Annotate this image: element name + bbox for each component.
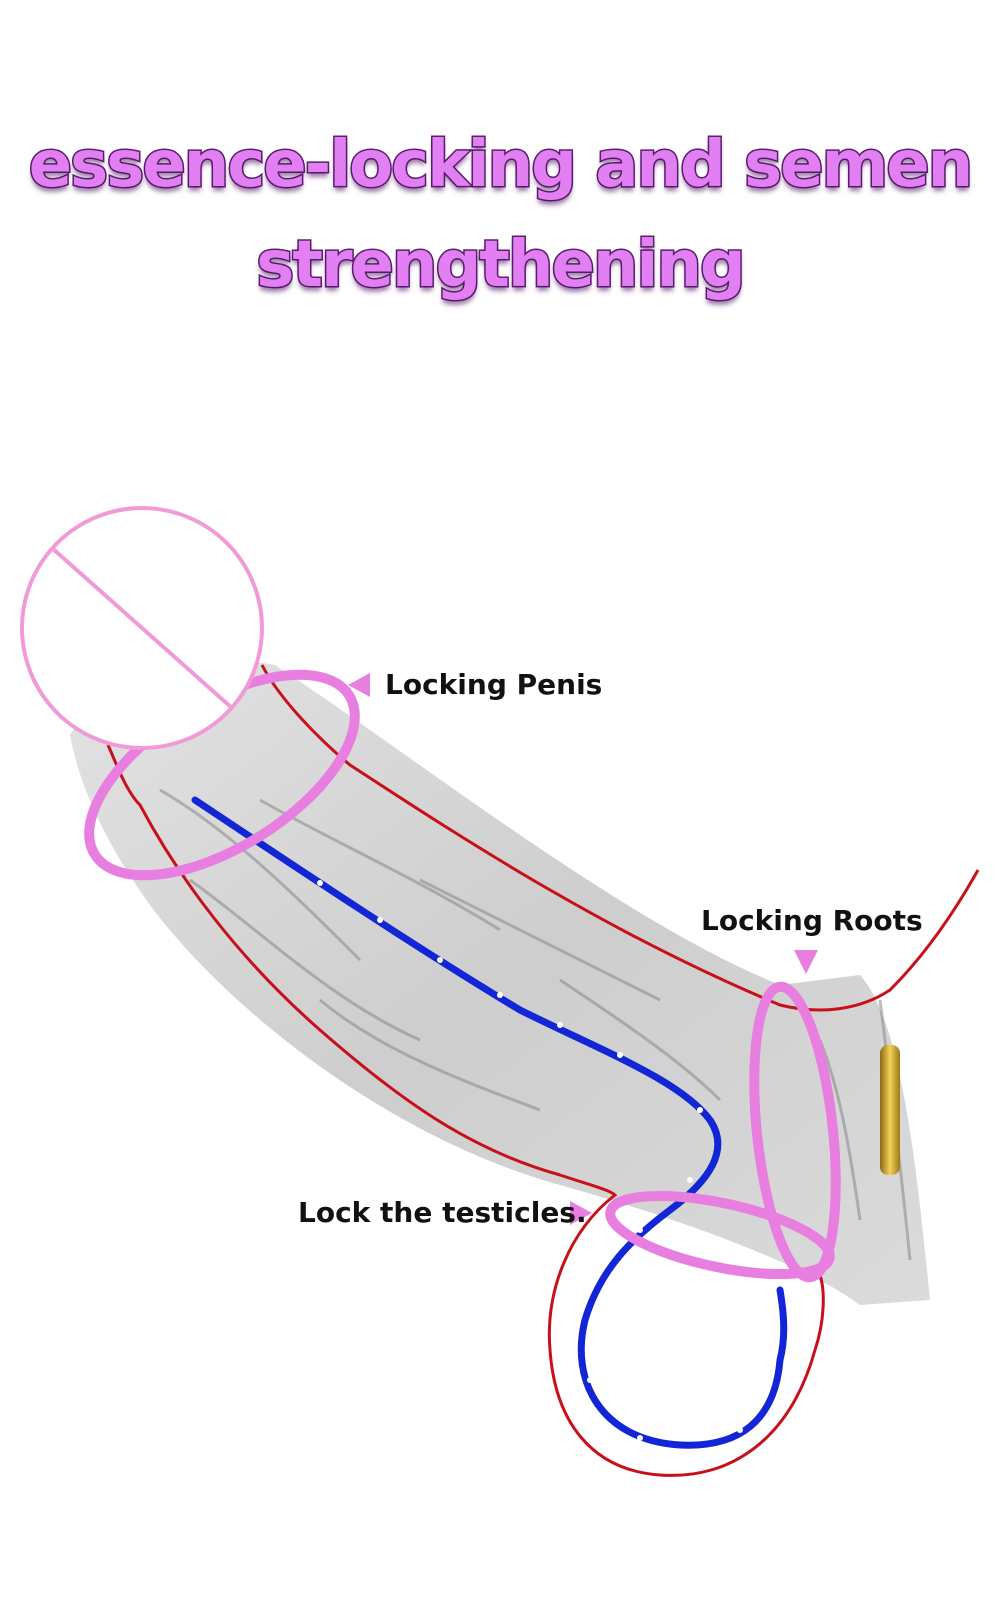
anatomy-outline-top bbox=[260, 664, 980, 1012]
prohibited-circle-icon bbox=[20, 506, 264, 750]
flow-channel bbox=[191, 796, 788, 1449]
arrow-locking-roots-icon bbox=[794, 950, 818, 974]
anatomy-outline bbox=[106, 744, 825, 1477]
callout-locking-penis: Locking Penis bbox=[385, 668, 603, 701]
ring-locking-roots bbox=[749, 981, 841, 1283]
callout-lock-testicles: Lock the testicles. bbox=[298, 1196, 587, 1229]
headline-line-2: strengthening bbox=[255, 227, 747, 304]
arrow-lock-testicles-icon bbox=[570, 1201, 592, 1225]
sleeve-texture bbox=[159, 788, 912, 1261]
callout-locking-roots: Locking Roots bbox=[701, 904, 923, 937]
gold-base bbox=[880, 1045, 900, 1175]
flow-dots bbox=[317, 880, 743, 1441]
headline-line-1: essence-locking and semen bbox=[27, 127, 974, 204]
arrow-locking-penis-icon bbox=[348, 673, 370, 697]
ring-lock-testicles bbox=[605, 1190, 835, 1280]
